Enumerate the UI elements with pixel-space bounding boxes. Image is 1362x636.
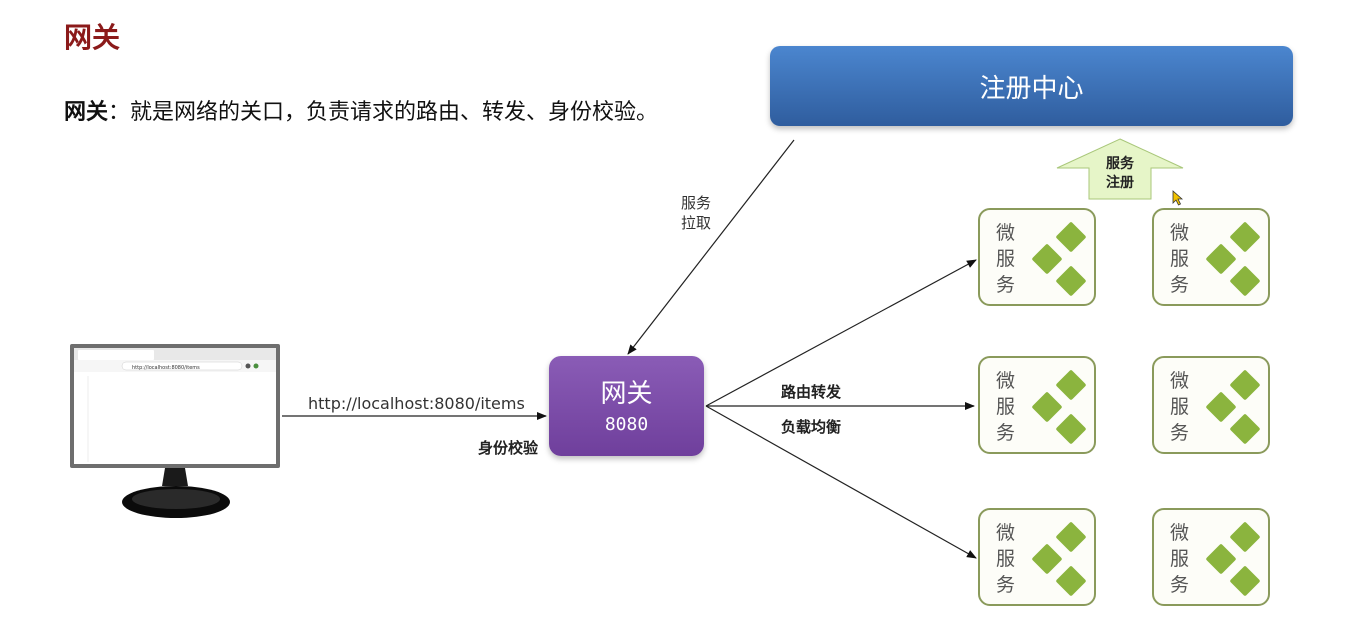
gateway-name: 网关 — [600, 378, 653, 409]
microservice-label: 微服务 — [996, 222, 1016, 296]
microservice-box: 微服务 — [978, 356, 1096, 454]
diamond-icon — [1031, 391, 1063, 423]
route-arrow-bottom — [705, 405, 977, 559]
definition-body: ：就是网络的关口，负责请求的路由、转发、身份校验。 — [108, 100, 659, 125]
microservice-label: 微服务 — [996, 522, 1016, 596]
diamond-icon — [1229, 265, 1261, 297]
page-title: 网关 — [64, 21, 121, 54]
route-arrow-top — [705, 259, 977, 407]
auth-label: 身份校验 — [478, 439, 539, 457]
diamond-icon — [1055, 521, 1087, 553]
diamond-icon — [1055, 221, 1087, 253]
diamond-icon — [1031, 543, 1063, 575]
diamond-icon — [1229, 221, 1261, 253]
diamond-icon — [1205, 391, 1237, 423]
diamond-icon — [1229, 521, 1261, 553]
diamond-icon — [1205, 243, 1237, 275]
diamond-icon — [1055, 265, 1087, 297]
gateway-box: 网关 8080 — [549, 356, 704, 456]
microservice-label: 微服务 — [1170, 370, 1190, 444]
gateway-port: 8080 — [604, 413, 649, 435]
routing-label: 路由转发 — [781, 383, 842, 401]
diamond-icon — [1229, 565, 1261, 597]
service-register-arrow — [1056, 138, 1184, 200]
definition-term: 网关 — [64, 100, 109, 125]
request-url-label: http://localhost:8080/items — [308, 394, 525, 413]
service-pull-label: 服务 拉取 — [681, 194, 712, 232]
microservice-box: 微服务 — [1152, 508, 1270, 606]
microservice-box: 微服务 — [1152, 356, 1270, 454]
microservice-label: 微服务 — [996, 370, 1016, 444]
service-pull-arrow — [627, 139, 795, 355]
diamond-icon — [1055, 369, 1087, 401]
diamond-icon — [1229, 413, 1261, 445]
microservice-label: 微服务 — [1170, 522, 1190, 596]
microservice-label: 微服务 — [1170, 222, 1190, 296]
browser-url: http://localhost:8080/items — [132, 365, 200, 371]
cursor-icon — [1172, 190, 1184, 206]
monitor-icon: http://localhost:8080/items — [70, 344, 280, 518]
definition-text: 网关：就是网络的关口，负责请求的路由、转发、身份校验。 — [64, 94, 658, 126]
diamond-icon — [1229, 369, 1261, 401]
registry-center-box: 注册中心 — [770, 46, 1293, 126]
service-register-label: 服务 注册 — [1106, 156, 1134, 191]
microservice-box: 微服务 — [1152, 208, 1270, 306]
diamond-icon — [1031, 243, 1063, 275]
diamond-icon — [1055, 565, 1087, 597]
load-balance-label: 负载均衡 — [781, 418, 842, 436]
microservice-box: 微服务 — [978, 208, 1096, 306]
diamond-icon — [1055, 413, 1087, 445]
registry-center-label: 注册中心 — [979, 73, 1084, 104]
microservice-box: 微服务 — [978, 508, 1096, 606]
diamond-icon — [1205, 543, 1237, 575]
